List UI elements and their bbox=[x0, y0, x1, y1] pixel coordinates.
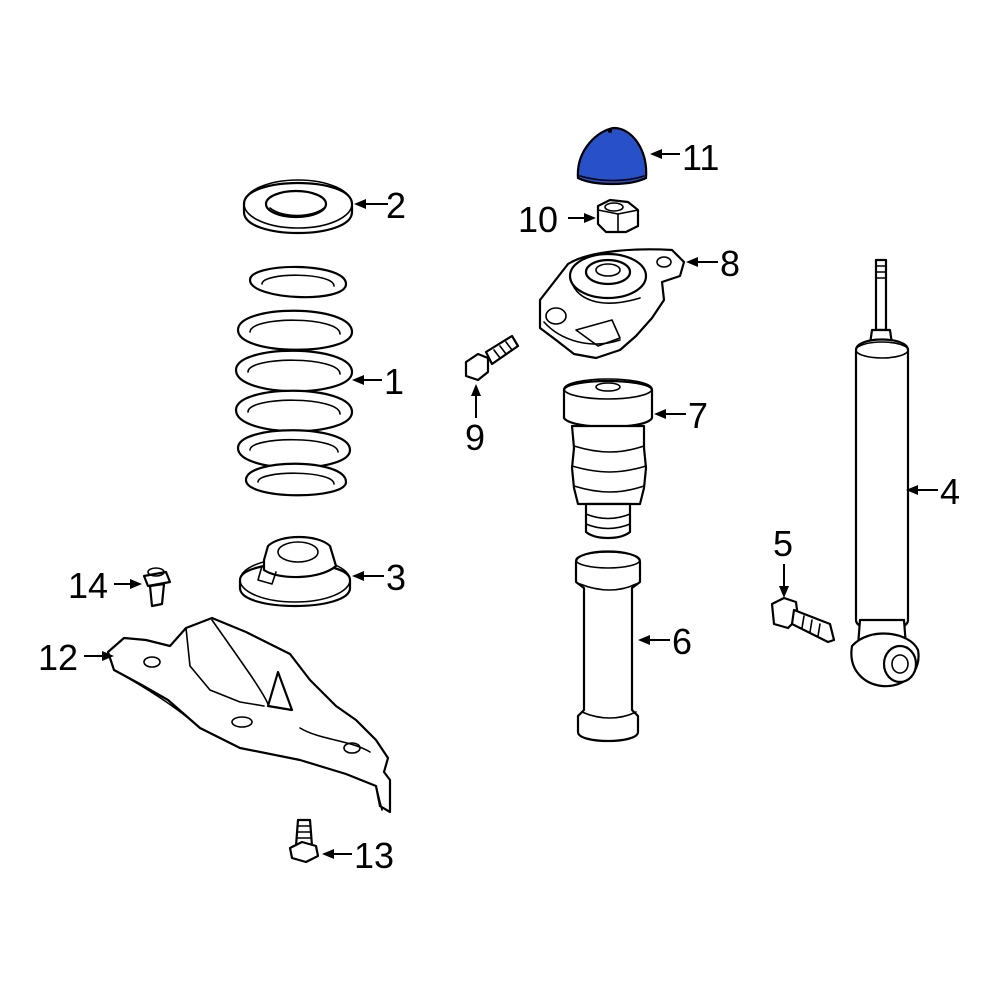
part-12-shield[interactable] bbox=[106, 616, 392, 814]
callout-1: 1 bbox=[384, 361, 404, 402]
part-2-upper-spring-seat[interactable] bbox=[242, 179, 354, 234]
callout-5: 5 bbox=[773, 523, 793, 564]
callout-3: 3 bbox=[386, 557, 406, 598]
callout-9: 9 bbox=[465, 417, 485, 458]
callout-8: 8 bbox=[720, 243, 740, 284]
part-11-dust-cap[interactable] bbox=[576, 126, 648, 186]
callout-12: 12 bbox=[38, 637, 78, 678]
callout-14: 14 bbox=[68, 565, 108, 606]
part-9-bolt[interactable] bbox=[464, 334, 520, 382]
leader-lines bbox=[84, 149, 938, 859]
part-7-bump-stop[interactable] bbox=[562, 378, 654, 540]
callout-6: 6 bbox=[672, 621, 692, 662]
part-3-lower-spring-seat[interactable] bbox=[238, 536, 352, 607]
part-8-strut-mount[interactable] bbox=[538, 248, 686, 360]
part-5-bolt[interactable] bbox=[770, 596, 836, 644]
part-14-clip[interactable] bbox=[142, 567, 172, 608]
part-4-shock-absorber[interactable] bbox=[850, 258, 920, 688]
part-1-coil-spring[interactable] bbox=[234, 265, 354, 497]
callout-13: 13 bbox=[354, 835, 394, 876]
callout-4: 4 bbox=[940, 471, 960, 512]
part-13-bolt[interactable] bbox=[288, 818, 320, 864]
callout-11: 11 bbox=[682, 137, 719, 178]
part-10-nut[interactable] bbox=[596, 198, 640, 234]
callout-labels: 1 2 3 4 5 6 7 8 9 10 11 12 13 14 bbox=[38, 137, 960, 876]
callout-2: 2 bbox=[386, 185, 406, 226]
callout-10: 10 bbox=[518, 199, 558, 240]
callout-7: 7 bbox=[688, 395, 708, 436]
part-6-protective-sleeve[interactable] bbox=[574, 550, 642, 743]
